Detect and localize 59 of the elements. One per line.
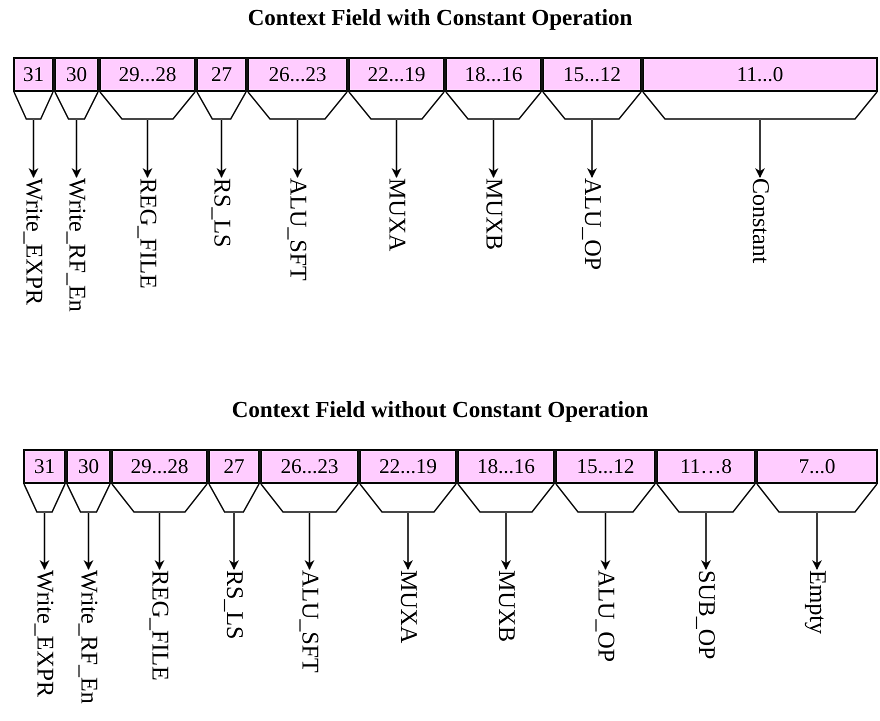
signal-label: MUXB <box>482 178 506 250</box>
arrow <box>488 120 498 178</box>
signal-label: Empty <box>805 570 829 634</box>
bit-field-cell: 27 <box>196 57 247 92</box>
arrow <box>216 120 226 178</box>
arrow <box>701 513 711 570</box>
bit-field-cell: 18...16 <box>457 449 555 484</box>
bit-field-cell: 29...28 <box>111 449 208 484</box>
arrow <box>229 513 239 570</box>
bit-field-cell: 31 <box>23 449 66 484</box>
signal-label: RS_LS <box>210 178 234 248</box>
arrow <box>600 513 610 570</box>
arrow <box>40 513 50 570</box>
bit-field-cell: 31 <box>13 57 54 92</box>
signal-label: MUXB <box>494 570 518 642</box>
bit-field-cell: 11…8 <box>656 449 756 484</box>
arrow <box>403 513 413 570</box>
bit-field-cell: 11...0 <box>642 57 878 92</box>
signal-label: SUB_OP <box>694 570 718 660</box>
arrow <box>84 513 94 570</box>
bit-field-cell: 26...23 <box>247 57 348 92</box>
bit-field-cell: 22...19 <box>348 57 445 92</box>
arrow <box>292 120 302 178</box>
signal-label: Constant <box>748 178 772 264</box>
signal-label: ALU_SFT <box>298 570 322 673</box>
signal-label: Write_RF_En <box>76 570 100 704</box>
bit-field-cell: 15...12 <box>555 449 656 484</box>
signal-label: MUXA <box>384 178 408 252</box>
arrow <box>304 513 314 570</box>
signal-label: Write_EXPR <box>22 178 46 306</box>
bit-field-cell: 29...28 <box>99 57 196 92</box>
signal-label: ALU_SFT <box>286 178 310 281</box>
arrow <box>28 120 38 178</box>
signal-label: REG_FILE <box>148 570 172 681</box>
bit-field-cell: 30 <box>54 57 99 92</box>
signal-label: ALU_OP <box>580 178 604 270</box>
bit-field-cell: 27 <box>208 449 260 484</box>
arrow <box>755 120 765 178</box>
arrow <box>72 120 82 178</box>
arrow <box>154 513 164 570</box>
bit-field-cell: 15...12 <box>542 57 642 92</box>
signal-label: Write_RF_En <box>64 178 88 312</box>
bit-field-cell: 22...19 <box>359 449 457 484</box>
arrow <box>142 120 152 178</box>
signal-label: Write_EXPR <box>32 570 56 698</box>
arrow <box>587 120 597 178</box>
heading: Context Field with Constant Operation <box>248 4 632 32</box>
bit-field-cell: 30 <box>66 449 111 484</box>
arrow <box>392 120 402 178</box>
arrow <box>812 513 822 570</box>
bit-field-cell: 26...23 <box>260 449 359 484</box>
signal-label: RS_LS <box>222 570 246 640</box>
signal-label: REG_FILE <box>136 178 160 289</box>
heading: Context Field without Constant Operation <box>232 396 648 424</box>
signal-label: ALU_OP <box>594 570 618 662</box>
arrow <box>501 513 511 570</box>
signal-label: MUXA <box>396 570 420 644</box>
bit-field-cell: 7...0 <box>756 449 878 484</box>
bit-field-cell: 18...16 <box>445 57 542 92</box>
